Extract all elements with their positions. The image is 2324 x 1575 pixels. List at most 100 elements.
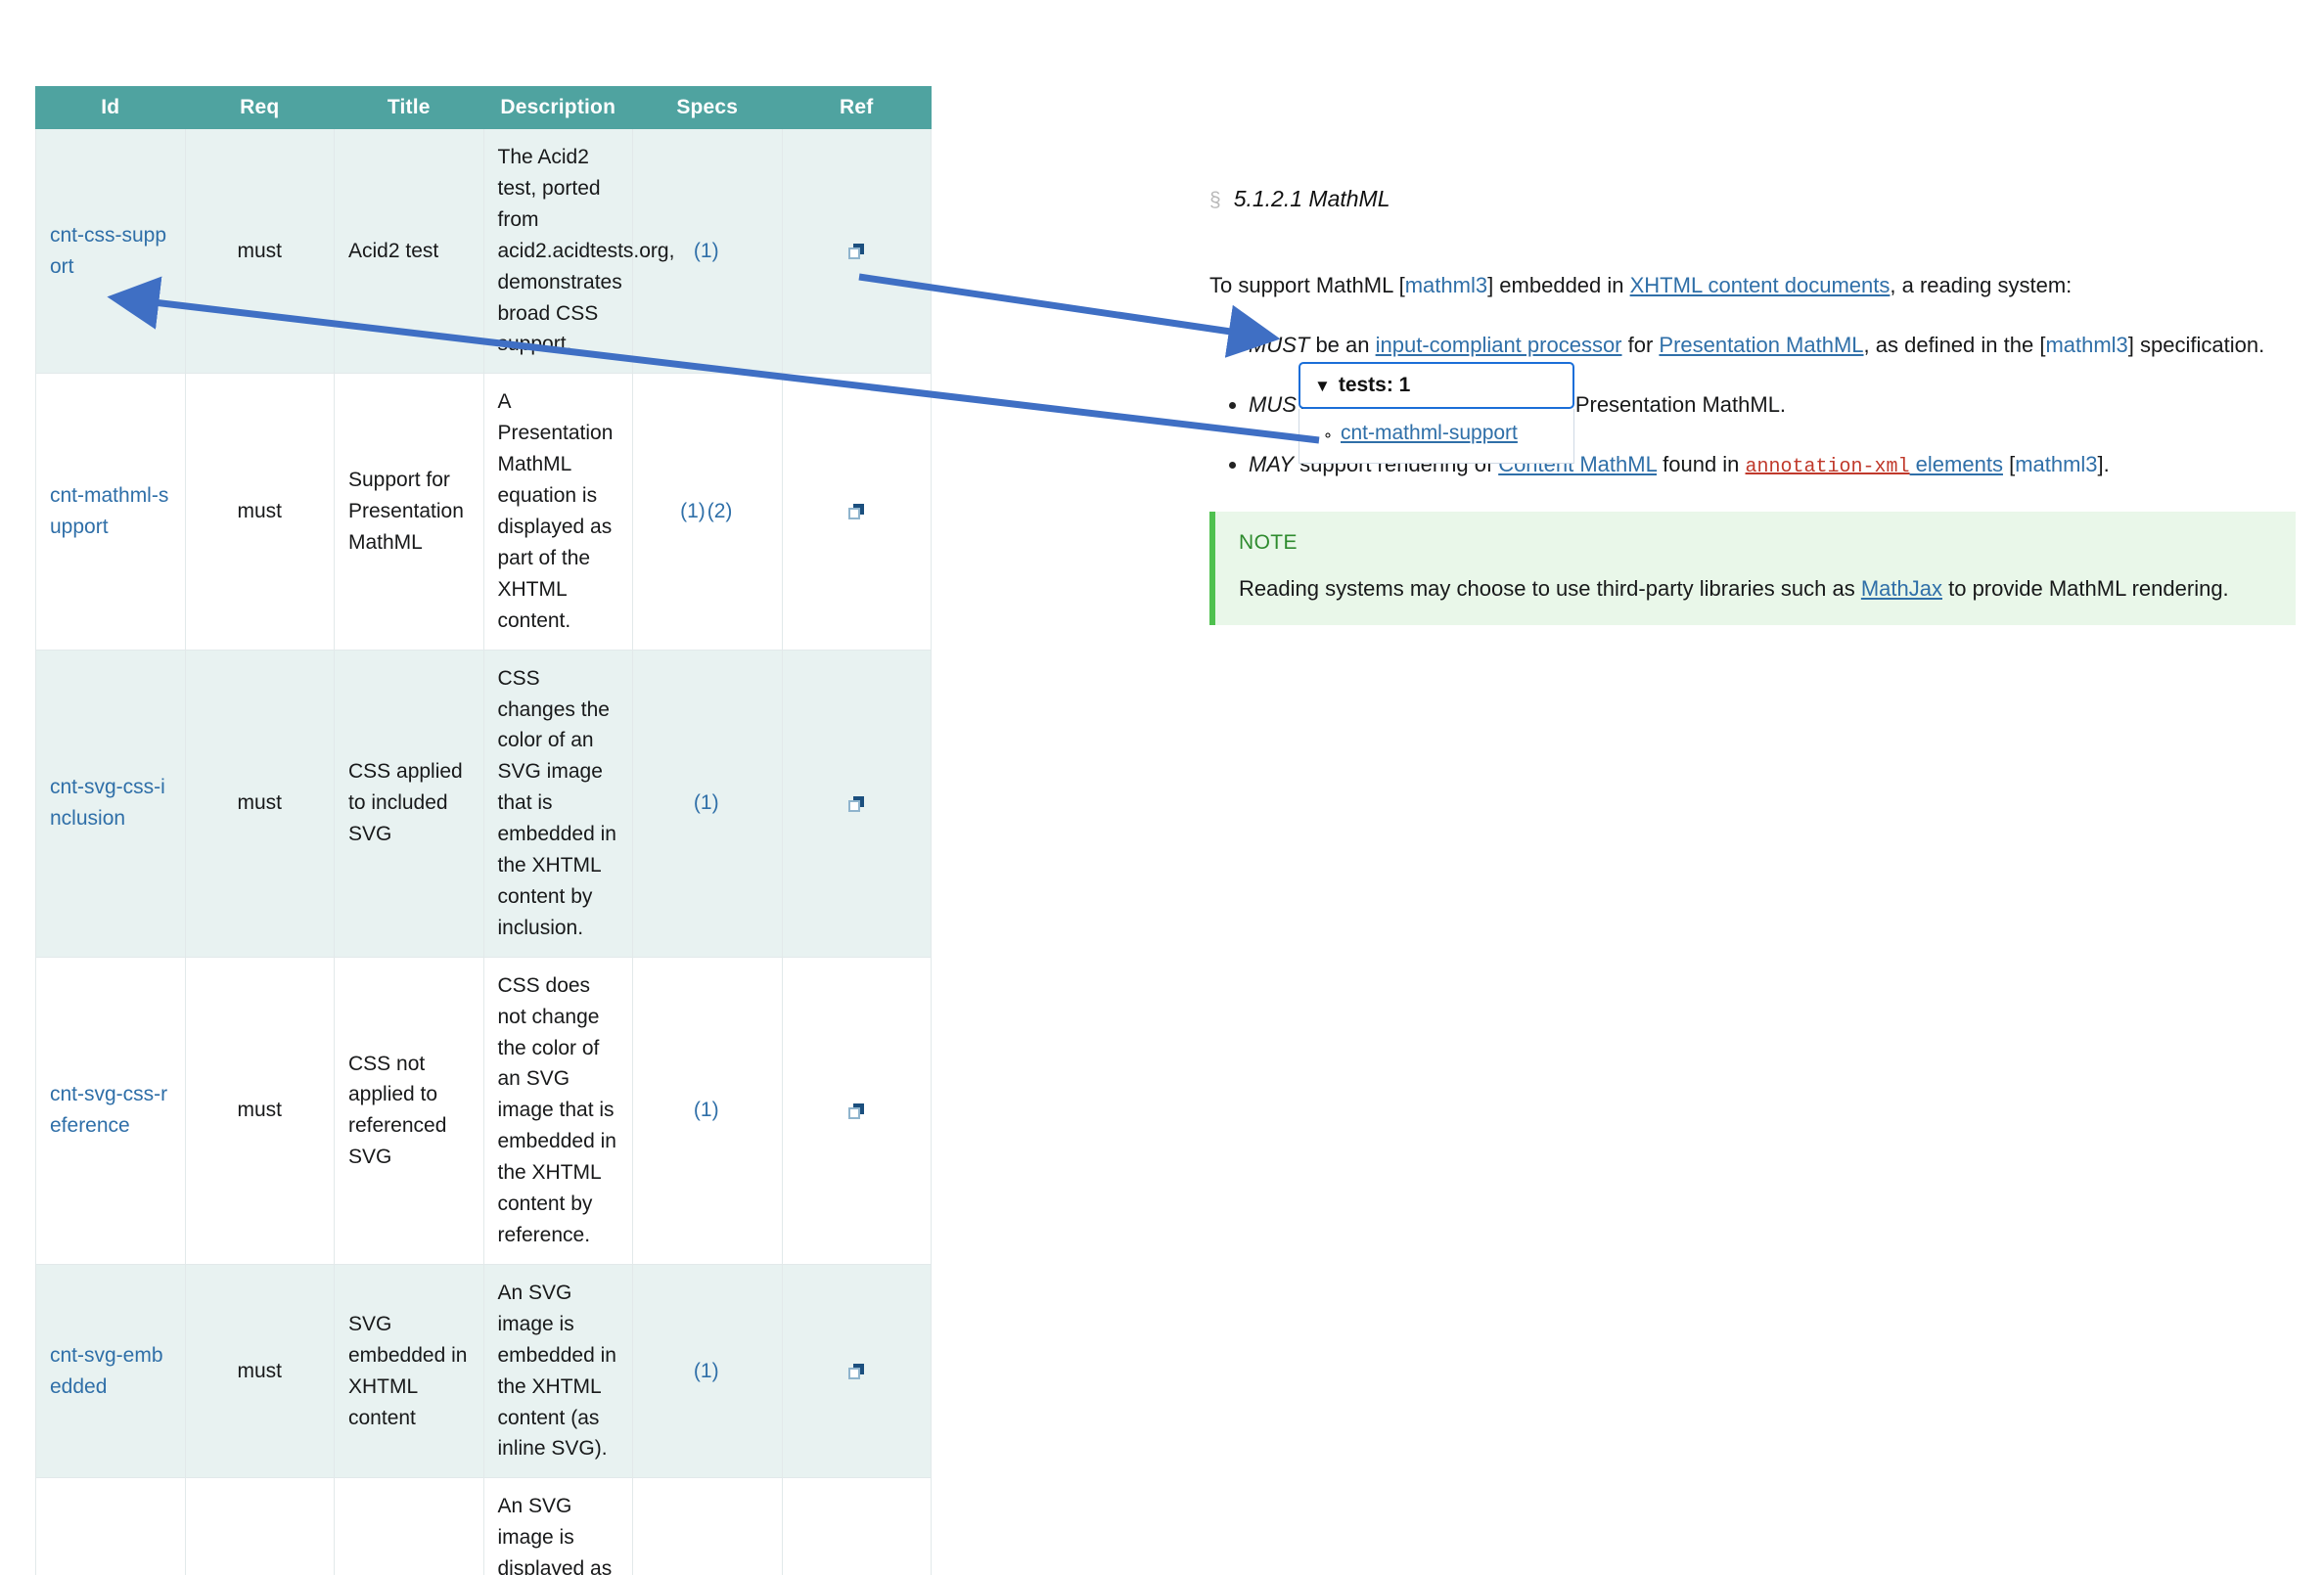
column-header-description[interactable]: Description [483,87,633,129]
note-text-2: to provide MathML rendering. [1942,576,2229,601]
note-text-1: Reading systems may choose to use third-… [1239,576,1861,601]
list-item: MUST be an input-compliant processor for… [1249,329,2296,361]
cell-specs: (1) [633,650,783,957]
tests-count-label: tests: 1 [1339,374,1411,396]
row-id-link[interactable]: cnt-svg-css-reference [50,1083,167,1137]
cell-title: Acid2 test [335,129,484,374]
cell-specs: (1) [633,1478,783,1575]
cell-description: An SVG image is displayed as a content d… [483,1478,633,1575]
link-mathjax[interactable]: MathJax [1861,576,1942,601]
cell-title: CSS applied to included SVG [335,650,484,957]
cell-ref [782,1264,932,1477]
cell-id: cnt-svg-css-reference [36,957,186,1264]
lead-text-2: ] embedded in [1487,273,1630,297]
spec-link[interactable]: (1) [694,791,719,814]
table-row[interactable]: cnt-svg-embedded must SVG embedded in XH… [36,1264,932,1477]
table-row[interactable]: cnt-css-support must Acid2 test The Acid… [36,129,932,374]
cell-req: must [185,1478,335,1575]
list-item: cnt-mathml-support [1341,419,1573,447]
cell-id: cnt-svg-support [36,1478,186,1575]
link-input-compliant-processor[interactable]: input-compliant processor [1376,333,1622,357]
bullet-text-1: be an [1309,333,1375,357]
external-window-icon[interactable] [848,504,864,519]
cell-title: SVG embedded in XHTML content [335,1264,484,1477]
row-id-link[interactable]: cnt-mathml-support [50,484,168,538]
spec-link[interactable]: (1) [694,1099,719,1121]
column-header-title[interactable]: Title [335,87,484,129]
bib-ref-mathml3[interactable]: mathml3 [1405,273,1487,297]
tests-disclosure-body: cnt-mathml-support [1299,409,1574,464]
cell-description: CSS does not change the color of an SVG … [483,957,633,1264]
section-marker-icon[interactable]: § [1209,189,1221,211]
cell-req: must [185,1264,335,1477]
cell-description: CSS changes the color of an SVG image th… [483,650,633,957]
spec-link[interactable]: (1) [680,500,706,522]
cell-description: The Acid2 test, ported from acid2.acidte… [483,129,633,374]
bullet-text-4: ] specification. [2128,333,2264,357]
keyword-must: MUST [1249,333,1309,357]
tests-list: cnt-mathml-support [1299,419,1573,447]
cell-title: CSS not applied to referenced SVG [335,957,484,1264]
column-header-ref[interactable]: Ref [782,87,932,129]
cell-id: cnt-svg-embedded [36,1264,186,1477]
cell-id: cnt-svg-css-inclusion [36,650,186,957]
code-annotation-xml[interactable]: annotation-xml [1746,456,1910,478]
bullet-text-4: ]. [2098,452,2110,476]
table-row[interactable]: cnt-mathml-support must Support for Pres… [36,374,932,650]
table-body: cnt-css-support must Acid2 test The Acid… [36,129,932,1575]
row-id-link[interactable]: cnt-svg-css-inclusion [50,776,165,830]
cell-ref [782,1478,932,1575]
lead-text-1: To support MathML [ [1209,273,1405,297]
cell-id: cnt-mathml-support [36,374,186,650]
cell-ref [782,957,932,1264]
table-row[interactable]: cnt-svg-css-reference must CSS not appli… [36,957,932,1264]
lead-text-3: , a reading system: [1890,273,2072,297]
cell-description: An SVG image is embedded in the XHTML co… [483,1264,633,1477]
external-window-icon[interactable] [848,796,864,812]
column-header-specs[interactable]: Specs [633,87,783,129]
requirements-table: Id Req Title Description Specs Ref cnt-c… [35,86,932,1575]
cell-req: must [185,129,335,374]
external-window-icon[interactable] [848,1364,864,1379]
bullet-text-3: , as defined in the [ [1864,333,2046,357]
test-link-cnt-mathml-support[interactable]: cnt-mathml-support [1341,422,1518,444]
spec-link[interactable]: (2) [707,500,733,522]
cell-specs: (1)(2) [633,374,783,650]
spec-link[interactable]: (1) [694,240,719,262]
cell-req: must [185,650,335,957]
external-window-icon[interactable] [848,244,864,259]
link-elements[interactable]: elements [1910,452,2003,476]
keyword-may: MAY [1249,452,1294,476]
note-label: NOTE [1239,531,2272,555]
cell-ref [782,374,932,650]
bib-ref-mathml3[interactable]: mathml3 [2045,333,2127,357]
requirements-table-container: Id Req Title Description Specs Ref cnt-c… [35,86,932,1575]
cell-ref [782,650,932,957]
table-row[interactable]: cnt-svg-support must SVG content documen… [36,1478,932,1575]
cell-specs: (1) [633,957,783,1264]
spec-link[interactable]: (1) [694,1360,719,1382]
chevron-down-icon[interactable]: ▼ [1314,377,1331,395]
row-id-link[interactable]: cnt-css-support [50,224,166,278]
column-header-id[interactable]: Id [36,87,186,129]
section-heading: § 5.1.2.1 MathML [1209,186,2296,212]
link-xhtml-content-documents[interactable]: XHTML content documents [1630,273,1891,297]
bullet-text-3: [ [2003,452,2015,476]
table-row[interactable]: cnt-svg-css-inclusion must CSS applied t… [36,650,932,957]
column-header-req[interactable]: Req [185,87,335,129]
row-id-link[interactable]: cnt-svg-embedded [50,1344,163,1398]
cell-ref [782,129,932,374]
bib-ref-mathml3[interactable]: mathml3 [2015,452,2097,476]
section-heading-text: 5.1.2.1 MathML [1234,186,1390,211]
link-presentation-mathml[interactable]: Presentation MathML [1659,333,1863,357]
cell-title: Support for Presentation MathML [335,374,484,650]
tests-disclosure-summary[interactable]: ▼ tests: 1 [1299,362,1574,409]
cell-id: cnt-css-support [36,129,186,374]
tests-disclosure-popup[interactable]: ▼ tests: 1 cnt-mathml-support [1299,362,1574,464]
table-header-row: Id Req Title Description Specs Ref [36,87,932,129]
lead-paragraph: To support MathML [mathml3] embedded in … [1209,269,2296,301]
bullet-text-2: found in [1657,452,1746,476]
cell-specs: (1) [633,1264,783,1477]
external-window-icon[interactable] [848,1103,864,1119]
cell-description: A Presentation MathML equation is displa… [483,374,633,650]
